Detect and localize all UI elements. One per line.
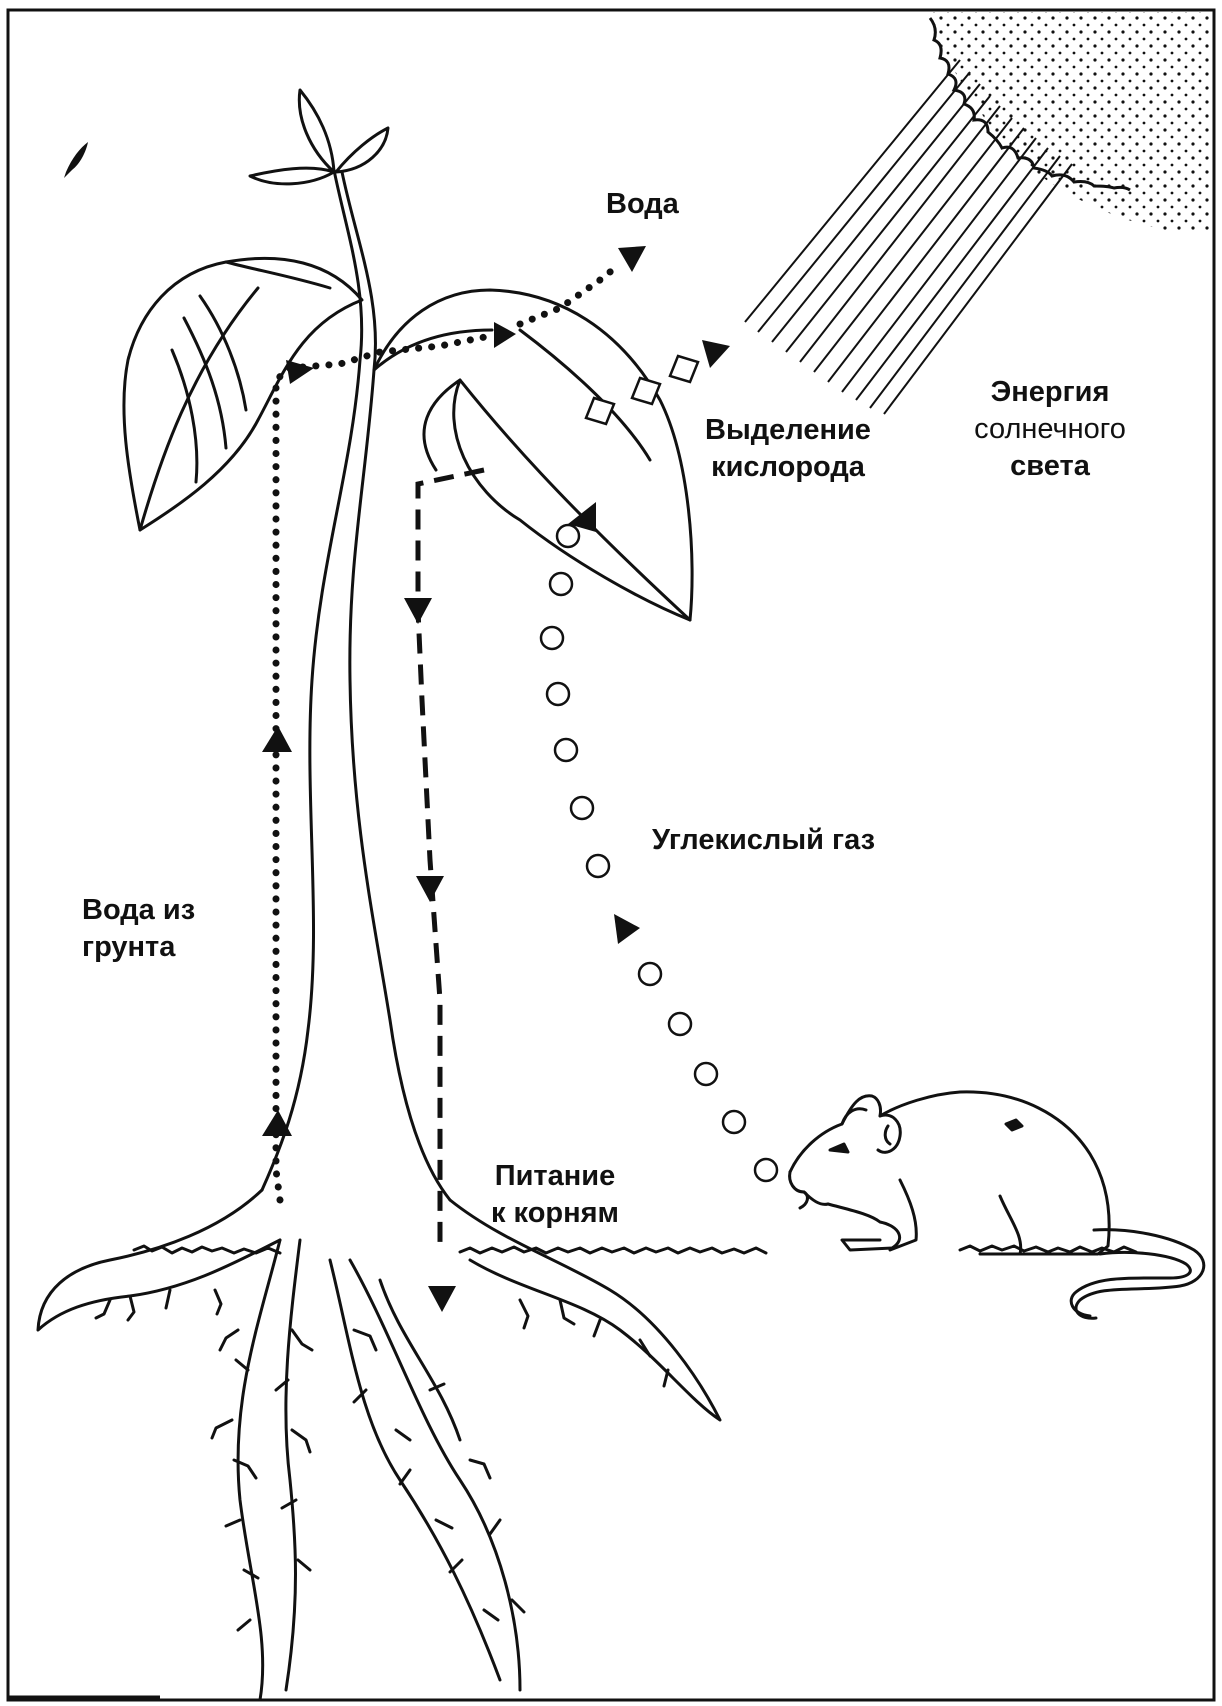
label-water-in-line2: грунта xyxy=(82,929,195,966)
water-arrowheads xyxy=(262,246,646,1136)
label-water-out-text: Вода xyxy=(606,186,679,223)
label-nutrition-line1: Питание xyxy=(470,1158,640,1195)
frame-border xyxy=(8,10,1214,1700)
insect-icon xyxy=(64,142,88,178)
plant-icon xyxy=(38,90,1136,1700)
label-oxygen-line1: Выделение xyxy=(696,412,880,449)
oxygen-arrowhead xyxy=(702,340,730,368)
water-flow-path xyxy=(276,264,620,1200)
label-water-in-line1: Вода из xyxy=(82,892,195,929)
label-sun-energy-line3: света xyxy=(950,448,1150,485)
label-co2-text: Углекислый газ xyxy=(652,822,875,859)
label-oxygen-line2: кислорода xyxy=(696,449,880,486)
nutrition-arrowheads xyxy=(404,598,456,1312)
label-sun-energy-line1: Энергия xyxy=(950,374,1150,411)
label-water-in: Вода из грунта xyxy=(82,892,195,966)
label-nutrition-line2: к корням xyxy=(470,1195,640,1232)
co2-arrowheads xyxy=(568,502,640,944)
label-water-out: Вода xyxy=(606,186,679,223)
label-sun-energy: Энергия солнечного света xyxy=(950,374,1150,485)
sun-icon xyxy=(930,12,1214,232)
label-oxygen: Выделение кислорода xyxy=(696,412,880,486)
label-nutrition: Питание к корням xyxy=(470,1158,640,1232)
label-co2: Углекислый газ xyxy=(652,822,875,859)
oxygen-bubbles xyxy=(586,356,698,424)
nutrition-flow-path xyxy=(418,470,484,1250)
mouse-icon xyxy=(790,1092,1204,1318)
label-sun-energy-line2: солнечного xyxy=(950,411,1150,448)
